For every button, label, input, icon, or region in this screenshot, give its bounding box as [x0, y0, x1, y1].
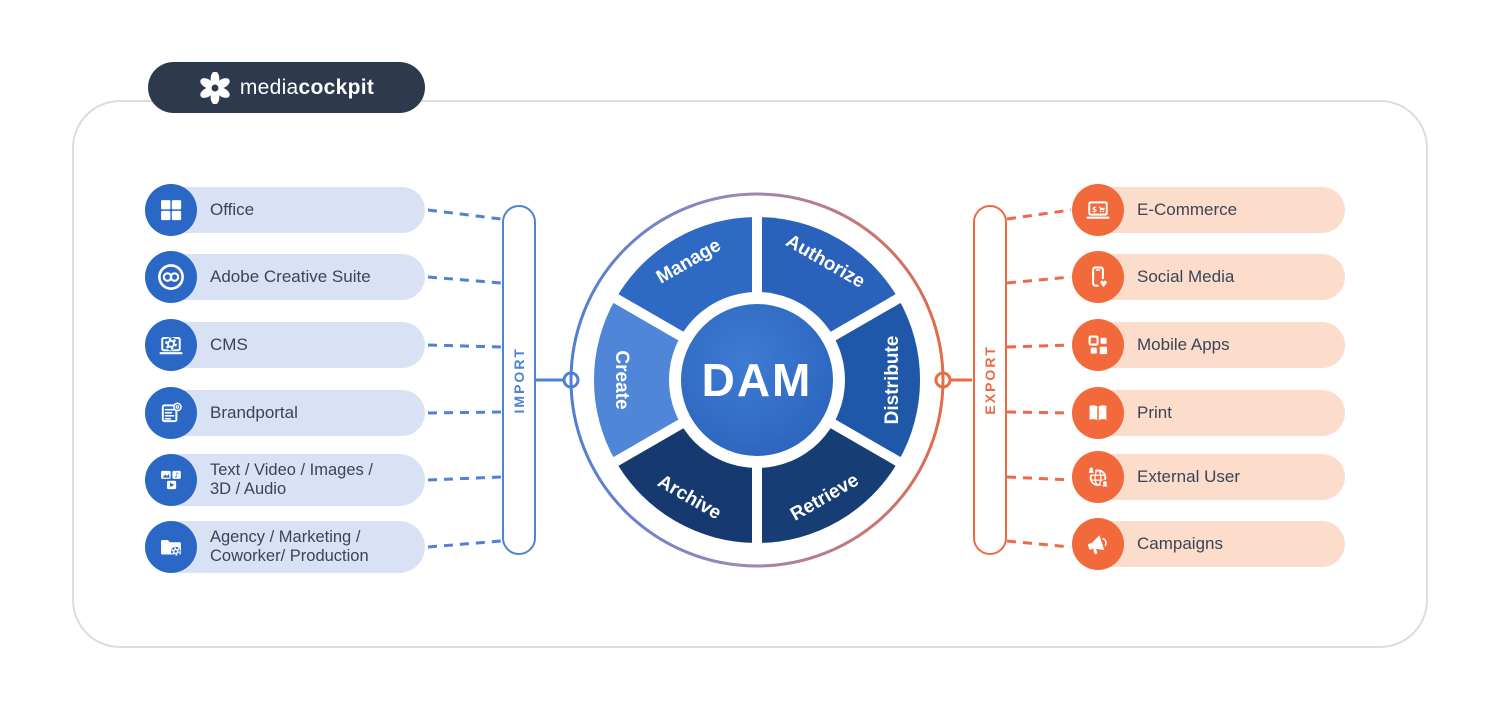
import-item-label: Brandportal — [210, 402, 298, 422]
import-item-media-files: ♪ Text / Video / Images / 3D / Audio — [145, 454, 425, 506]
export-bar: EXPORT — [973, 205, 1007, 555]
brandportal-icon-circle — [145, 387, 197, 439]
adobe-icon-circle — [145, 251, 197, 303]
export-item-social-media: ♥ Social Media — [1072, 251, 1345, 303]
import-item-office: Office — [145, 184, 425, 236]
office-grid-icon — [161, 200, 182, 221]
brand-name-bold: cockpit — [298, 75, 375, 99]
mobile-apps-icon-circle — [1072, 319, 1124, 371]
export-item-label: Social Media — [1137, 266, 1235, 286]
cms-laptop-gear-icon — [159, 337, 183, 355]
import-item-label: Agency / Marketing / Coworker/ Productio… — [210, 527, 369, 565]
import-bar-label: IMPORT — [511, 346, 527, 414]
agency-folder-gear-icon — [161, 540, 181, 557]
import-item-adobe: Adobe Creative Suite — [145, 251, 425, 303]
agency-icon-circle — [145, 521, 197, 573]
ecommerce-icon-circle: $ — [1072, 184, 1124, 236]
svg-text:♥: ♥ — [1100, 280, 1108, 290]
export-item-label: E-Commerce — [1137, 199, 1238, 219]
export-bar-label: EXPORT — [982, 345, 998, 415]
export-item-mobile-apps: Mobile Apps — [1072, 319, 1345, 371]
export-item-label: Print — [1137, 402, 1172, 422]
import-item-label: CMS — [210, 334, 248, 354]
campaigns-icon-circle — [1072, 518, 1124, 570]
campaigns-megaphone-icon — [1087, 535, 1107, 555]
social-media-icon-circle: ♥ — [1072, 251, 1124, 303]
export-item-label: External User — [1137, 466, 1240, 486]
svg-text:$: $ — [1092, 205, 1097, 214]
export-item-label: Mobile Apps — [1137, 334, 1230, 354]
dam-wheel: DAM Manage Authorize Create Distribute A… — [569, 192, 945, 568]
hub-label: DAM — [702, 354, 813, 406]
cms-icon-circle — [145, 319, 197, 371]
export-item-campaigns: Campaigns — [1072, 518, 1345, 570]
print-book-icon — [1089, 405, 1107, 421]
segment-label-create: Create — [611, 350, 632, 409]
external-user-icon-circle — [1072, 451, 1124, 503]
flower-icon — [200, 71, 230, 104]
export-item-print: Print — [1072, 387, 1345, 439]
brand-logo: mediacockpit — [148, 62, 425, 113]
export-item-external-user: External User — [1072, 451, 1345, 503]
media-files-icon: ♪ — [161, 470, 181, 490]
import-item-label: Office — [210, 199, 255, 219]
external-user-globe-icon — [1087, 466, 1110, 489]
media-files-icon-circle: ♪ — [145, 454, 197, 506]
import-item-brandportal: Brandportal — [145, 387, 425, 439]
brandportal-document-icon — [161, 402, 182, 423]
office-icon-circle — [145, 184, 197, 236]
export-item-ecommerce: $ E-Commerce — [1072, 184, 1345, 236]
print-icon-circle — [1072, 387, 1124, 439]
import-item-label: Text / Video / Images / 3D / Audio — [210, 460, 373, 498]
import-item-label: Adobe Creative Suite — [210, 266, 371, 286]
svg-text:♪: ♪ — [175, 472, 179, 480]
social-media-phone-icon: ♥ — [1092, 266, 1108, 290]
segment-label-distribute: Distribute — [882, 336, 903, 425]
ecommerce-laptop-icon: $ — [1086, 201, 1110, 219]
import-item-agency: Agency / Marketing / Coworker/ Productio… — [145, 521, 425, 573]
import-item-cms: CMS — [145, 319, 425, 371]
hub-circle — [681, 304, 833, 456]
brand-name: mediacockpit — [240, 76, 374, 100]
import-bar: IMPORT — [502, 205, 536, 555]
mobile-apps-grid-icon — [1088, 335, 1108, 355]
brand-name-regular: media — [239, 75, 299, 99]
adobe-creative-cloud-icon — [158, 264, 184, 290]
export-item-label: Campaigns — [1137, 533, 1223, 553]
